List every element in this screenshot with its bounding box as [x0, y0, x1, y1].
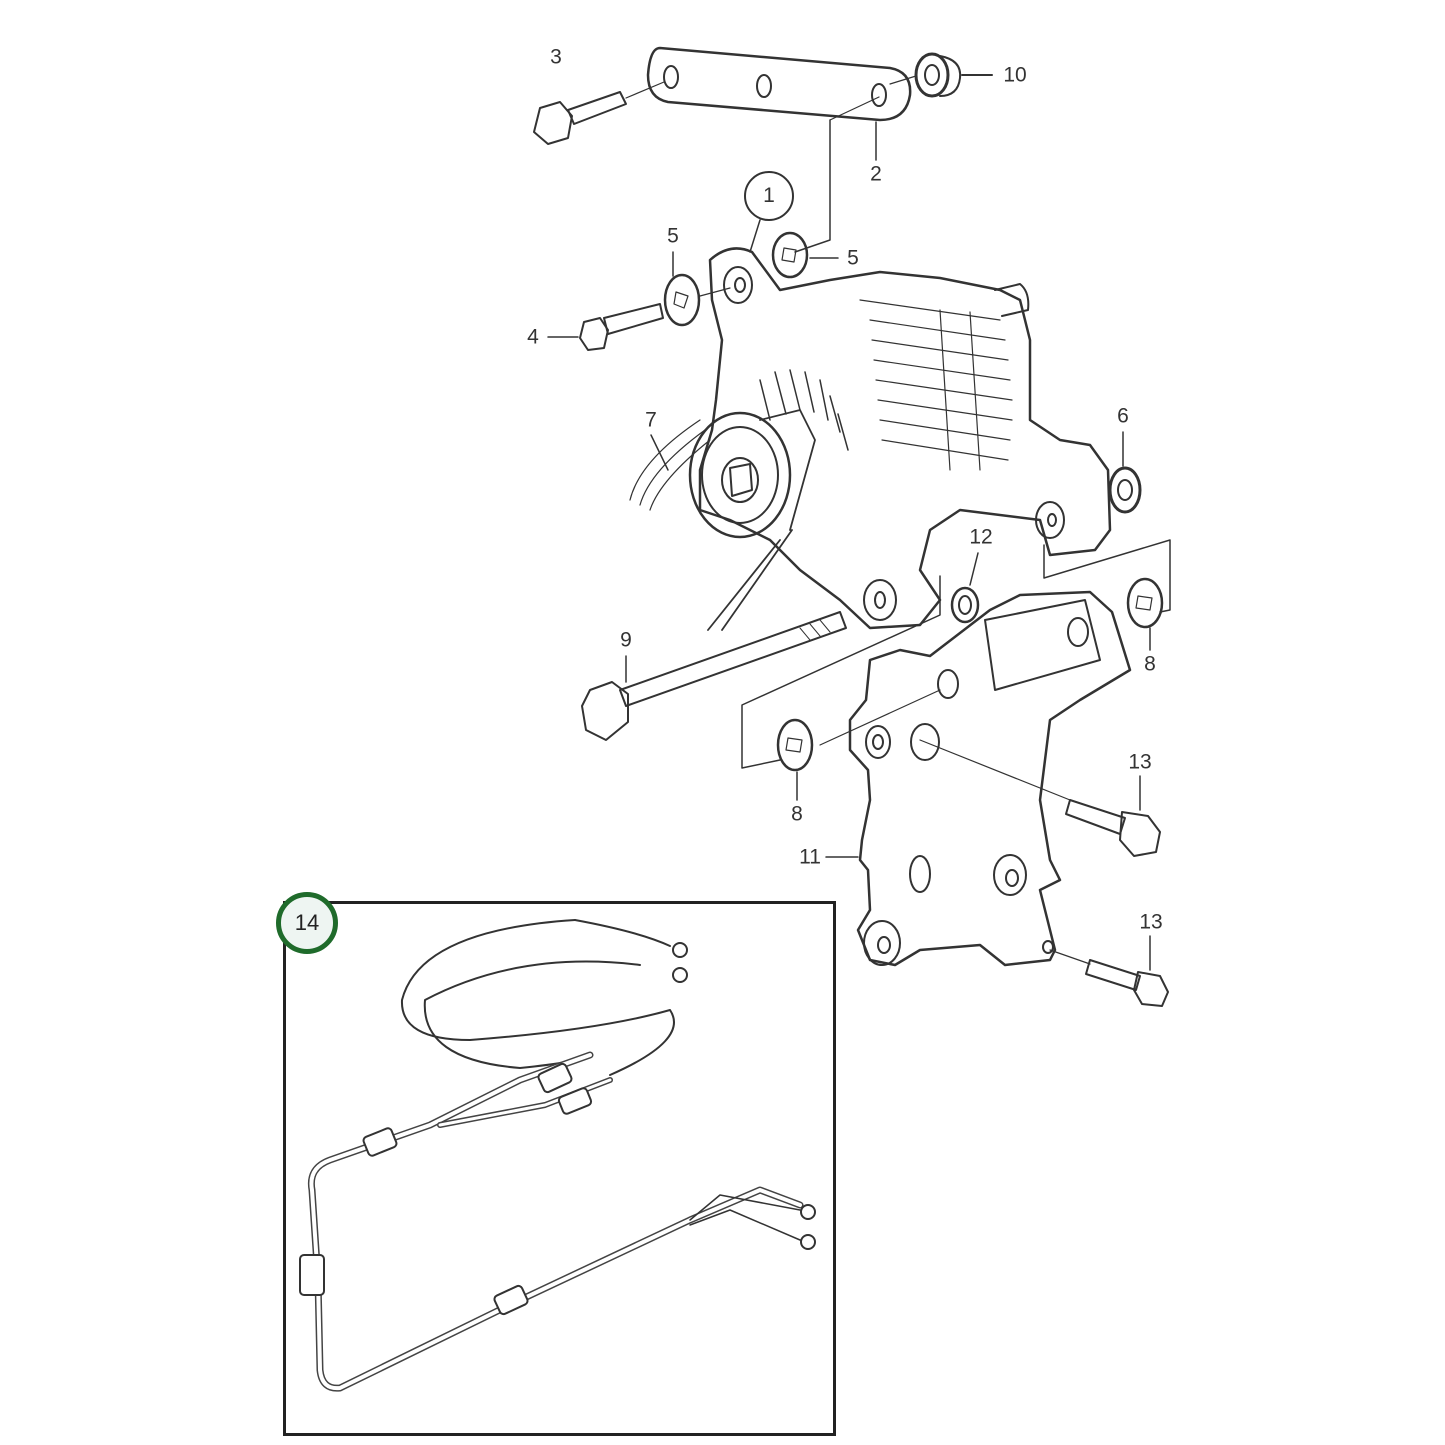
- mounting-bracket-11: [819, 590, 1132, 967]
- pulley: [688, 411, 792, 539]
- callout-4: 4: [527, 325, 539, 349]
- washer-5-right: [771, 231, 839, 279]
- wiring-harness-14: [299, 919, 816, 1392]
- belt-7: [629, 409, 816, 631]
- callout-6: 6: [1117, 404, 1129, 428]
- bolt-3: [533, 81, 665, 145]
- bolt-4: [547, 287, 731, 351]
- callout-5-left: 5: [667, 224, 679, 248]
- nut-10: [889, 52, 993, 98]
- callout-13-upper: 13: [1128, 750, 1152, 774]
- callout-12: 12: [969, 525, 993, 549]
- callout-8-right: 8: [1144, 652, 1156, 676]
- washer-8-right: [1126, 577, 1164, 651]
- callout-14-kit-badge: 14: [276, 892, 338, 954]
- harness-kit-frame: [283, 901, 836, 1436]
- washer-8-left: [776, 718, 814, 801]
- nut-6: [1108, 431, 1142, 514]
- callout-7: 7: [645, 408, 657, 432]
- callout-8-left: 8: [791, 802, 803, 826]
- alternator: [698, 247, 1112, 630]
- callout-2: 2: [870, 162, 882, 186]
- callout-13-lower: 13: [1139, 910, 1163, 934]
- washer-5-left: [663, 251, 701, 327]
- callout-10: 10: [1003, 63, 1027, 87]
- callout-9: 9: [620, 628, 632, 652]
- callout-5-right: 5: [847, 246, 859, 270]
- bolt-13-upper: [919, 739, 1161, 857]
- bolt-13-lower: [1049, 935, 1169, 1007]
- callout-11: 11: [799, 845, 821, 869]
- long-bolt-9: [581, 611, 847, 741]
- bracket-strap: [646, 46, 912, 122]
- spacer-12: [950, 552, 980, 624]
- callout-1: 1: [744, 171, 794, 221]
- callout-3: 3: [550, 45, 562, 69]
